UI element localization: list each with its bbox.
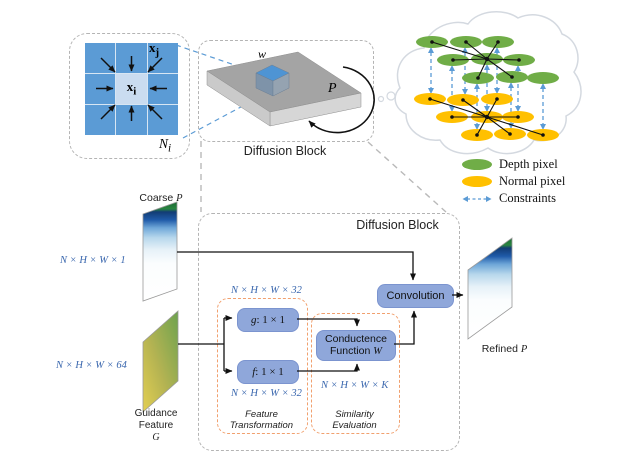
diffusion-block-main-outline	[198, 213, 460, 451]
depth-pixel-label: Depth pixel	[499, 157, 558, 171]
conductance-line2: Function W	[330, 345, 382, 357]
guidance-dims: N × H × W × 64	[56, 360, 127, 371]
g-conv-box: g: 1 × 1	[237, 308, 299, 332]
f-dims: N × H × W × 32	[231, 388, 302, 399]
guidance-feature-label: Guidance Feature G	[134, 408, 178, 443]
grid-cell	[147, 74, 178, 104]
xj-label: xj	[149, 40, 160, 59]
grid-center-cell	[116, 74, 147, 104]
normal-pixel-ellipses	[414, 93, 559, 141]
similarity-evaluation-group	[311, 313, 400, 434]
grid-cell	[85, 74, 116, 104]
refined-p-label: Refined P	[481, 343, 528, 355]
normal-pixel-label: Normal pixel	[499, 174, 566, 188]
depth-pixel-ellipses	[416, 36, 559, 84]
refined-p-map	[467, 237, 513, 340]
coarse-p-label: Coarse P	[139, 192, 183, 204]
graph-node-dots	[428, 40, 545, 137]
conductance-function-box: Conductence Function W	[316, 330, 396, 361]
diffusion-block-small-title: Diffusion Block	[243, 144, 327, 158]
constraints-arrow-icon	[462, 195, 492, 202]
normal-pixel-icon	[462, 176, 492, 187]
legend-constraints: Constraints	[462, 191, 556, 206]
cloud-shape	[394, 11, 582, 155]
g-conv-label: g: 1 × 1	[250, 313, 285, 326]
depth-graph-edges	[431, 41, 520, 79]
ni-label: Ni	[159, 136, 172, 155]
convolution-box: Convolution	[377, 284, 454, 308]
grid-cell	[116, 105, 147, 135]
f-conv-label: f: 1 × 1	[252, 365, 284, 378]
normal-graph-edges	[429, 98, 544, 136]
conductance-line1: Conductence	[325, 332, 387, 345]
xi-label: xi	[126, 79, 137, 98]
f-conv-box: f: 1 × 1	[237, 360, 299, 384]
coarse-p-map	[142, 201, 178, 302]
diffusion-block-small-outline	[198, 40, 374, 142]
depth-pixel-icon	[462, 159, 492, 170]
conductance-dims: N × H × W × K	[321, 380, 389, 391]
constraint-arrows	[428, 47, 546, 130]
coarse-dims: N × H × W × 1	[60, 255, 126, 266]
g-dims: N × H × W × 32	[231, 285, 302, 296]
grid-cell	[147, 105, 178, 135]
grid-cell	[116, 43, 147, 73]
constraints-label: Constraints	[499, 191, 556, 205]
neighborhood-outline	[69, 33, 190, 159]
p-label: P	[328, 81, 337, 96]
grid-cell	[85, 105, 116, 135]
guidance-feature-map	[142, 310, 179, 413]
legend-depth-pixel: Depth pixel	[462, 157, 558, 172]
diffusion-block-main-title: Diffusion Block	[356, 218, 439, 232]
legend-normal-pixel: Normal pixel	[462, 174, 565, 189]
convolution-label: Convolution	[386, 289, 445, 302]
w-label: w	[258, 47, 267, 61]
thought-bubbles	[377, 85, 411, 103]
grid-cell	[85, 43, 116, 73]
